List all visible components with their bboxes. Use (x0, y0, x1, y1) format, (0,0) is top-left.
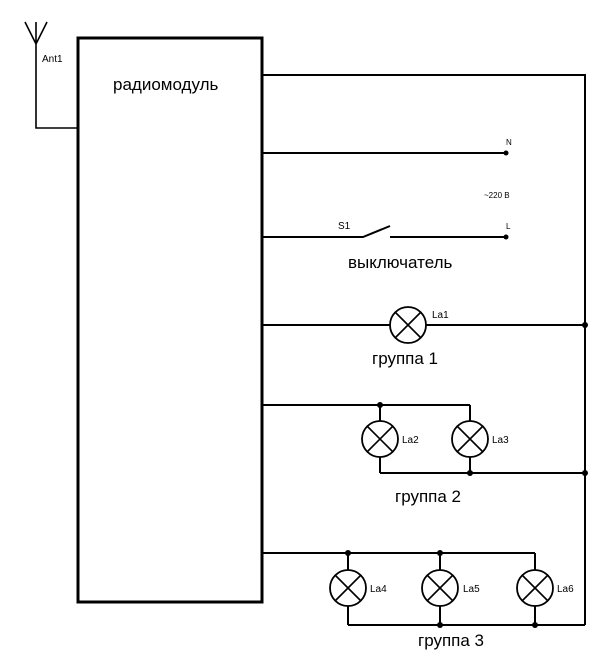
switch-wire (262, 225, 504, 238)
junction-dot (437, 550, 443, 556)
radio-module-label: радиомодуль (113, 75, 219, 94)
lamp-la4 (329, 569, 367, 607)
lamp-la2 (361, 420, 399, 458)
lamp-la4-label: La4 (370, 584, 387, 595)
group2-wire (262, 404, 585, 474)
junction-dot (582, 322, 588, 328)
junction-dot (345, 550, 351, 556)
line-label: L (506, 222, 511, 231)
neutral-label: N (506, 138, 512, 147)
lamp-la1 (389, 306, 427, 344)
radio-module-box (76, 36, 264, 604)
antenna-symbol (24, 21, 78, 129)
lamp-la6 (516, 569, 554, 607)
lamp-la2-label: La2 (402, 435, 419, 446)
line-terminal (503, 234, 509, 240)
group3-label: группа 3 (418, 631, 484, 650)
group2-label: группа 2 (395, 487, 461, 506)
junction-dot (437, 622, 443, 628)
lamp-la6-label: La6 (557, 584, 574, 595)
junction-dot (377, 402, 383, 408)
lamp-la3-label: La3 (492, 435, 509, 446)
lamp-la5 (421, 569, 459, 607)
switch-caption: выключатель (348, 253, 453, 272)
junction-dot (582, 470, 588, 476)
antenna-label: Ant1 (42, 54, 63, 65)
lamp-la5-label: La5 (463, 584, 480, 595)
group3-wire (262, 552, 585, 626)
voltage-label: ~220 В (484, 191, 510, 200)
neutral-terminal (503, 150, 509, 156)
junction-dot (532, 622, 538, 628)
group1-label: группа 1 (372, 349, 438, 368)
junction-dot (467, 470, 473, 476)
switch-id-label: S1 (338, 221, 351, 232)
lamp-la3 (451, 420, 489, 458)
lamp-la1-label: La1 (432, 310, 449, 321)
common-wire (262, 74, 586, 625)
